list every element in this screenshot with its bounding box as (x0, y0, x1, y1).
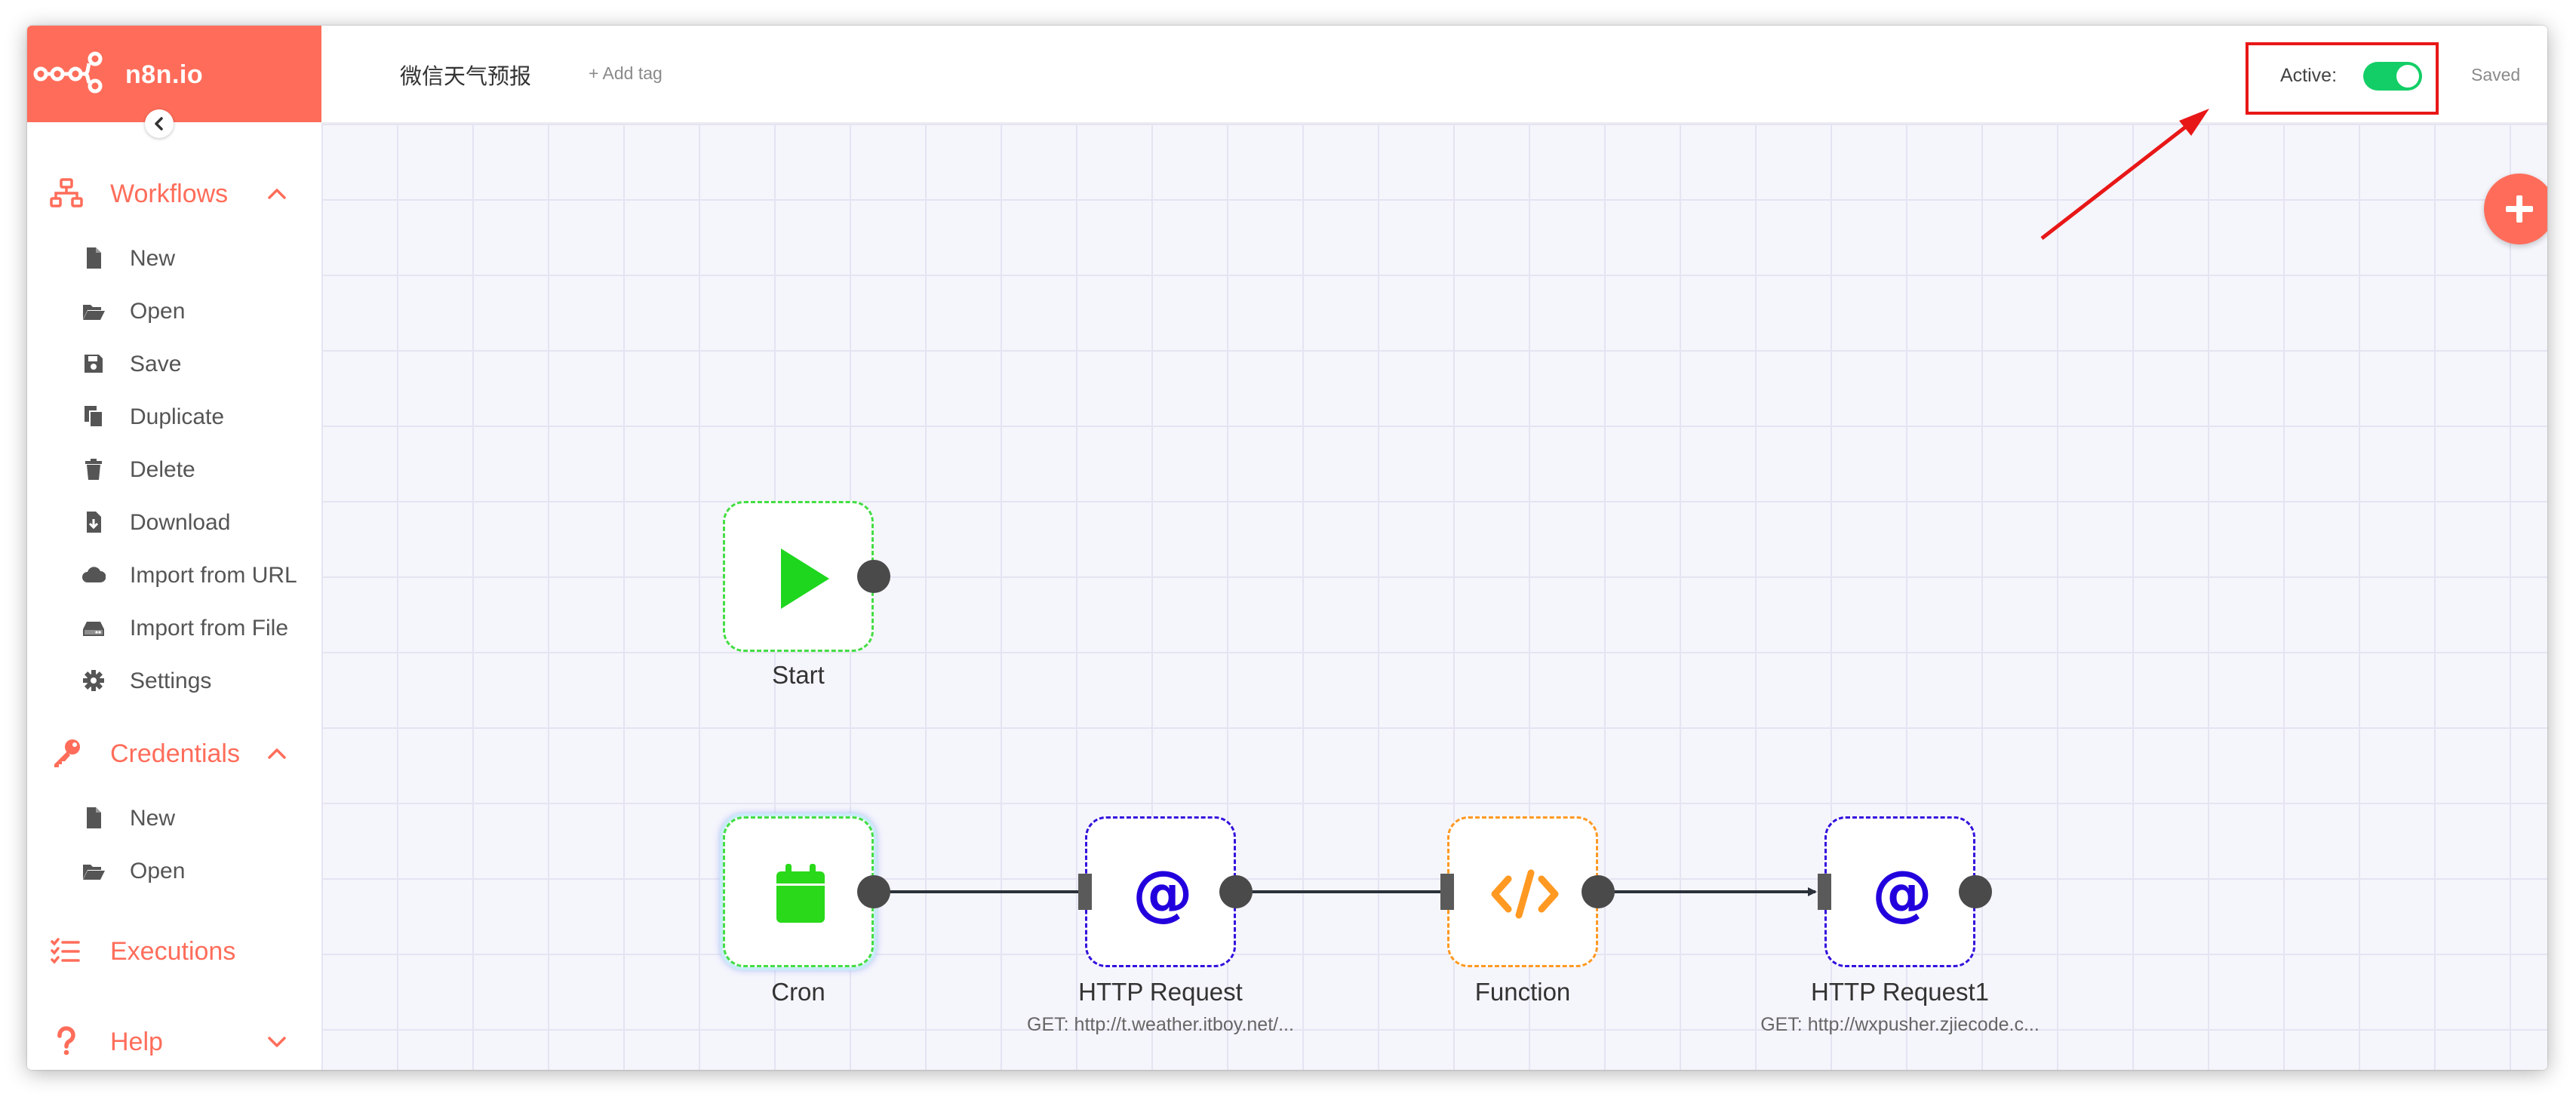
output-port[interactable] (857, 560, 890, 593)
active-toggle[interactable] (2363, 62, 2422, 91)
trash-icon (85, 459, 102, 480)
sidebar-section-label: Credentials (110, 739, 240, 768)
menu-item-label: Import from URL (130, 563, 297, 588)
tasks-icon (51, 938, 80, 964)
sitemap-icon (50, 178, 83, 207)
workflow-name[interactable]: 微信天气预报 (400, 63, 532, 89)
connection-layer (881, 887, 1817, 896)
output-port[interactable] (1582, 875, 1615, 908)
node-cron[interactable] (723, 816, 874, 967)
file-icon (87, 247, 101, 269)
sidebar-section-label: Executions (110, 937, 236, 966)
menu-item-label: New (130, 806, 176, 831)
node-label: HTTP Request1 (1811, 978, 1989, 1006)
logo-bar: n8n.io (27, 26, 321, 122)
n8n-logo-icon (33, 51, 103, 94)
at-icon: @ (1133, 858, 1193, 928)
menu-item-download[interactable]: Download (27, 499, 321, 545)
output-port[interactable] (857, 875, 890, 908)
workflow-canvas[interactable]: Start Cron @ HTTP Request GET: http://t.… (321, 124, 2547, 1070)
highlight-box (2246, 42, 2439, 115)
node-subtitle: GET: http://wxpusher.zjiecode.c... (1760, 1014, 2040, 1035)
play-icon (781, 548, 829, 609)
output-port[interactable] (1959, 875, 1992, 908)
download-icon (87, 512, 101, 533)
node-function[interactable] (1447, 816, 1598, 967)
menu-item-save[interactable]: Save (27, 341, 321, 386)
save-status: Saved (2471, 65, 2521, 85)
cloud-icon (82, 567, 106, 582)
sidebar: n8n.io Workflows (27, 26, 321, 1070)
app-name: n8n.io (125, 60, 204, 89)
chevron-up-icon (268, 748, 286, 759)
sidebar-section-label: Help (110, 1028, 163, 1056)
code-icon (1491, 869, 1559, 919)
active-label: Active: (2280, 65, 2338, 86)
svg-text:@: @ (1133, 858, 1193, 928)
key-icon (54, 739, 80, 767)
menu-item-label: Download (130, 510, 231, 535)
menu-item-label: Duplicate (130, 404, 225, 429)
calendar-icon (776, 864, 825, 923)
plus-icon (2506, 195, 2533, 223)
menu-item-delete[interactable]: Delete (27, 447, 321, 492)
menu-item-label: Open (130, 859, 186, 883)
node-http-request1[interactable]: @ (1824, 816, 1975, 967)
folder-open-icon (83, 865, 105, 880)
node-start[interactable] (723, 501, 874, 652)
cog-icon (83, 670, 104, 691)
sidebar-section-credentials[interactable]: Credentials (27, 730, 321, 776)
collapse-sidebar-button[interactable] (145, 109, 174, 138)
menu-item-label: Import from File (130, 616, 289, 641)
menu-item-import-file[interactable]: Import from File (27, 605, 321, 650)
toggle-knob (2396, 65, 2419, 88)
output-port[interactable] (1219, 875, 1253, 908)
add-node-button[interactable] (2484, 174, 2547, 244)
menu-item-settings[interactable]: Settings (27, 658, 321, 703)
node-subtitle: GET: http://t.weather.itboy.net/... (1027, 1014, 1294, 1035)
chevron-left-icon (155, 117, 163, 131)
file-icon (87, 807, 101, 828)
sidebar-section-help[interactable]: Help (27, 1019, 321, 1064)
sidebar-section-workflows[interactable]: Workflows (27, 171, 321, 216)
input-port[interactable] (1818, 874, 1831, 910)
menu-item-open-credential[interactable]: Open (27, 848, 321, 893)
app-window: n8n.io Workflows (27, 26, 2547, 1070)
menu-item-label: Delete (130, 457, 195, 482)
menu-item-label: New (130, 246, 176, 271)
node-label: Function (1474, 978, 1571, 1006)
svg-text:@: @ (1872, 858, 1932, 928)
add-tag-link[interactable]: + Add tag (589, 63, 662, 83)
menu-item-new-workflow[interactable]: New (27, 235, 321, 281)
at-icon: @ (1872, 858, 1932, 928)
top-bar: 微信天气预报 + Add tag Active: Saved (321, 26, 2547, 124)
hdd-icon (83, 622, 104, 636)
input-port[interactable] (1440, 874, 1454, 910)
menu-item-open-workflow[interactable]: Open (27, 288, 321, 333)
menu-item-label: Open (130, 299, 186, 324)
menu-item-new-credential[interactable]: New (27, 795, 321, 840)
sidebar-section-label: Workflows (110, 180, 229, 208)
chevron-up-icon (268, 189, 286, 199)
menu-item-import-url[interactable]: Import from URL (27, 552, 321, 598)
copy-icon (85, 406, 103, 428)
folder-open-icon (83, 305, 105, 320)
node-label: Cron (771, 978, 825, 1006)
menu-item-duplicate[interactable]: Duplicate (27, 394, 321, 439)
question-icon (57, 1026, 75, 1056)
input-port[interactable] (1078, 874, 1092, 910)
menu-item-label: Save (130, 352, 182, 376)
node-label: HTTP Request (1078, 978, 1243, 1006)
sidebar-section-executions[interactable]: Executions (27, 928, 321, 973)
node-label: Start (772, 661, 825, 689)
save-icon (85, 355, 103, 373)
menu-item-label: Settings (130, 668, 212, 693)
chevron-down-icon (268, 1037, 286, 1047)
node-http-request[interactable]: @ (1085, 816, 1236, 967)
